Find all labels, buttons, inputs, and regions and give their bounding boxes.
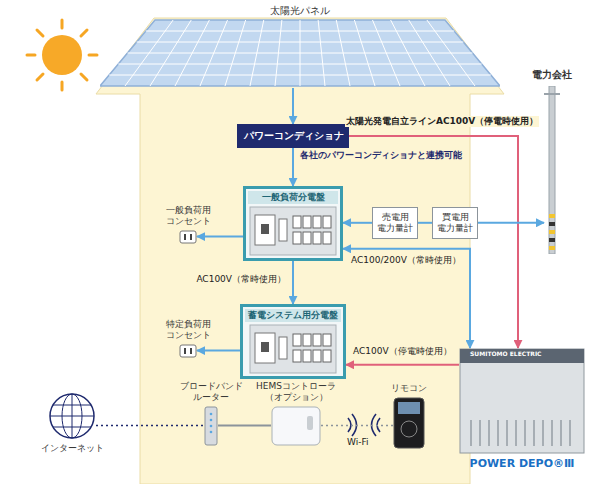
sun: [27, 20, 97, 90]
distribution-panel-drawing: [249, 324, 337, 374]
connector: [292, 261, 294, 304]
internet-globe: インターネット: [30, 392, 114, 455]
node-label: 一般負荷用 コンセント: [160, 204, 216, 228]
brand-logo: SUMITOMO ELECTRIC: [470, 350, 542, 357]
edge-label: Wi-Fi: [346, 437, 369, 448]
node-label: パワーコンディショナ: [242, 129, 344, 143]
edge-label: 太陽光発電自立ラインAC100V（停電時使用）: [345, 116, 539, 127]
distribution-panel: 蓄電システム用分電盤: [240, 304, 346, 379]
node-label: 特定負荷用 コンセント: [160, 318, 216, 342]
node-label: 蓄電システム用分電盤: [245, 309, 341, 322]
connector: [343, 222, 372, 224]
utility-pole-drawing: [544, 86, 560, 254]
outlet-drawing: [179, 344, 197, 358]
hems-controller-drawing: [271, 406, 321, 446]
note: 各社のパワーコンディショナと連携可能: [300, 150, 462, 161]
node-label: 売電用 電力量計: [374, 211, 416, 235]
connector: [418, 222, 432, 224]
storage-unit-drawing: [459, 348, 585, 454]
connector: [321, 425, 393, 427]
remote-control-drawing: [393, 397, 425, 449]
router-drawing: [204, 406, 218, 446]
meter-box: 売電用 電力量計: [372, 207, 418, 239]
remote-control: リモコン: [384, 382, 434, 449]
connector: [292, 148, 294, 186]
edge-label: AC100/200V（常時使用）: [350, 255, 462, 266]
node-label: インターネット: [30, 442, 114, 455]
router: ブロードバンド ルーター: [176, 380, 246, 446]
connector: [218, 425, 271, 427]
connector: [197, 350, 240, 352]
hems-controller: HEMSコントローラ （オプション）: [252, 380, 340, 446]
internet-globe-drawing: [48, 392, 96, 440]
power-conditioner-box: パワーコンディショナ: [237, 124, 349, 148]
distribution-panel: 一般負荷分電盤: [243, 186, 343, 261]
connector: [197, 236, 243, 238]
node-label: 電力会社: [530, 68, 574, 82]
connector: [96, 425, 204, 427]
connector: [343, 249, 470, 348]
node-label: 太陽光パネル: [100, 4, 500, 18]
node-label: HEMSコントローラ （オプション）: [252, 380, 340, 404]
node-label: 一般負荷分電盤: [248, 191, 338, 204]
node-label: リモコン: [384, 382, 434, 395]
utility-pole: 電力会社: [530, 68, 574, 254]
solar-panel: 太陽光パネル: [100, 4, 500, 88]
outlet: 一般負荷用 コンセント: [160, 204, 216, 244]
house-outline: [96, 18, 504, 484]
connector: [292, 88, 294, 124]
connector: [346, 364, 459, 366]
connector: [349, 136, 518, 348]
connector: [478, 222, 544, 224]
storage-unit: POWER DEPO®Ⅲ: [458, 348, 586, 471]
distribution-panel-drawing: [249, 206, 337, 256]
node-label: POWER DEPO®Ⅲ: [458, 456, 586, 471]
node-label: 買電用 電力量計: [434, 211, 476, 235]
edge-label: AC100V（常時使用）: [195, 274, 287, 285]
meter-box: 買電用 電力量計: [432, 207, 478, 239]
edge-label: AC100V（停電時使用）: [352, 346, 453, 357]
node-label: ブロードバンド ルーター: [176, 380, 246, 404]
outlet: 特定負荷用 コンセント: [160, 318, 216, 358]
solar-panel-drawing: [100, 18, 500, 88]
outlet-drawing: [179, 230, 197, 244]
